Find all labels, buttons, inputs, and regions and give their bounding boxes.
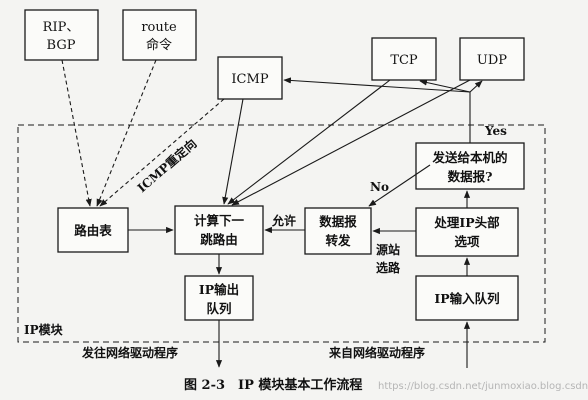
- source-route-label-line1: 源站: [376, 242, 400, 257]
- edge-tcp-to-compute: [227, 79, 391, 205]
- no-label: No: [370, 180, 389, 194]
- node-local-datagram-check: 发送给本机的 数据报?: [415, 142, 525, 190]
- node-datagram-forward-line1: 数据报: [318, 214, 357, 229]
- node-ip-output-queue: IP输出 队列: [184, 275, 254, 321]
- node-process-ip-header-line2: 选项: [454, 234, 480, 249]
- edge-yes-to-tcp: [419, 79, 471, 93]
- node-rip-bgp-line1: RIP、: [43, 20, 80, 35]
- node-tcp: TCP: [371, 37, 437, 81]
- ip-module-frame: [17, 124, 546, 343]
- node-udp: UDP: [459, 37, 525, 81]
- node-ip-output-queue-line2: 队列: [206, 301, 231, 316]
- edge-rip-bgp-to-route-table: [61, 59, 92, 207]
- figure-caption: 图 2-3 IP 模块基本工作流程: [184, 377, 362, 393]
- source-route-label-line2: 选路: [376, 260, 401, 275]
- node-route-command-line1: route: [141, 20, 177, 35]
- node-datagram-forward: 数据报 转发: [304, 207, 372, 255]
- from-driver-label: 来自网络驱动程序: [328, 345, 425, 360]
- edge-udp-to-compute: [231, 79, 471, 206]
- node-datagram-forward-line2: 转发: [325, 233, 351, 248]
- node-local-datagram-check-line2: 数据报?: [447, 169, 493, 184]
- node-process-ip-header-line1: 处理IP头部: [433, 215, 500, 230]
- edge-icmp-redirect-to-route-table: [99, 98, 225, 207]
- ip-module-label: IP模块: [24, 322, 64, 337]
- to-driver-label: 发往网络驱动程序: [81, 345, 178, 360]
- node-rip-bgp-line2: BGP: [47, 38, 76, 53]
- node-ip-output-queue-line1: IP输出: [199, 282, 239, 297]
- node-local-datagram-check-line1: 发送给本机的: [431, 150, 507, 165]
- node-tcp-label: TCP: [390, 53, 418, 68]
- node-process-ip-header: 处理IP头部 选项: [415, 207, 519, 257]
- node-ip-input-queue-label: IP输入队列: [434, 291, 499, 306]
- edge-yes-to-icmp: [283, 77, 471, 93]
- node-ip-input-queue: IP输入队列: [415, 275, 519, 321]
- node-udp-label: UDP: [477, 53, 507, 68]
- allow-label: 允许: [271, 213, 296, 228]
- node-compute-next-hop-line1: 计算下一: [194, 213, 245, 228]
- node-route-table-label: 路由表: [74, 223, 112, 238]
- node-compute-next-hop-line2: 跳路由: [200, 232, 238, 247]
- node-icmp-label: ICMP: [231, 72, 268, 87]
- edge-route-cmd-to-route-table: [96, 59, 157, 207]
- edge-check-no-to-forward: [368, 164, 431, 207]
- node-icmp: ICMP: [217, 56, 283, 100]
- node-route-command-line2: 命令: [146, 37, 172, 53]
- edge-icmp-to-compute: [222, 98, 244, 205]
- yes-label: Yes: [484, 124, 507, 138]
- node-compute-next-hop: 计算下一 跳路由: [174, 205, 264, 255]
- edge-yes-to-udp: [469, 80, 483, 93]
- node-route-command: route 命令: [122, 9, 197, 61]
- icmp-redirect-label: ICMP重定向: [134, 136, 199, 196]
- node-rip-bgp: RIP、 BGP: [24, 9, 99, 61]
- node-route-table: 路由表: [57, 207, 129, 253]
- watermark: https://blog.csdn.net/junmoxiao.blog.csd…: [378, 381, 588, 392]
